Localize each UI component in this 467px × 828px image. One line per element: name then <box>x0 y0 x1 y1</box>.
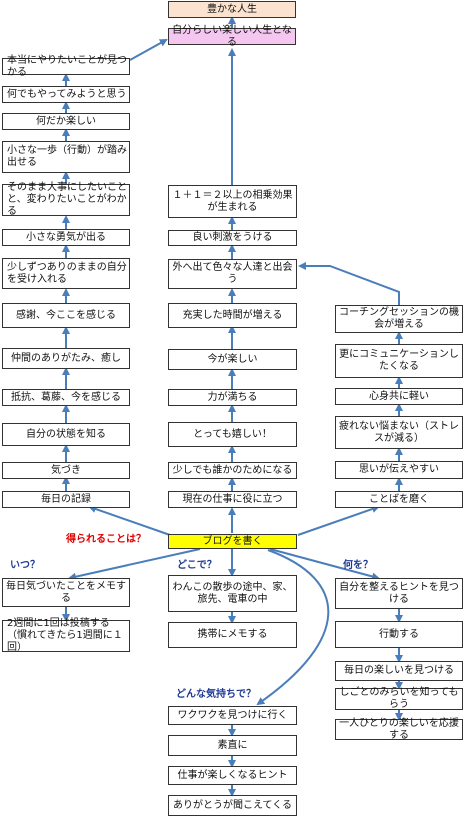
left-box-9: 仲間のありがたみ、癒し <box>2 348 130 369</box>
when-box-2: 2週間に1回は投稿する（慣れてきたら1週間に１回） <box>2 618 130 653</box>
where-label: どこで？ <box>177 560 217 571</box>
left-box-5: そのまま大事にしたいことと、変わりたいことがわかる <box>2 182 130 217</box>
right-box-2: 更にコミュニケーションしたくなる <box>335 344 463 378</box>
mid-box-2: 良い刺激をうける <box>168 230 297 246</box>
mid-box-6: 力が満ちる <box>168 389 297 406</box>
left-box-8: 感謝、今ここを感じる <box>2 303 130 328</box>
right-box-5: 思いが伝えやすい <box>335 461 463 479</box>
feel-box-1: ワクワクを見つけに行く <box>168 706 297 725</box>
what-box-2: 行動する <box>335 621 463 648</box>
right-box-1: コーチングセッションの機会が増える <box>335 305 463 333</box>
blog-center-box: ブログを書く <box>168 534 297 549</box>
feel-box-4: ありがとうが聞こえてくる <box>168 795 297 816</box>
own-life-box: 自分らしい楽しい人生となる <box>168 25 296 48</box>
feel-box-3: 仕事が楽しくなるヒント <box>168 766 297 785</box>
feeling-label: どんな気持ちで？ <box>176 689 256 700</box>
gains-question-label: 得られることは？ <box>66 534 146 545</box>
arrow-to-what <box>269 548 380 581</box>
when-box-1: 毎日気づいたことをメモする <box>2 578 130 607</box>
mid-box-7: とっても嬉しい！ <box>168 422 297 447</box>
left-box-11: 自分の状態を知る <box>2 423 130 446</box>
right-box-4: 疲れない悩まない（ストレスが減る） <box>335 416 463 449</box>
rich-life-box: 豊かな人生 <box>168 1 296 18</box>
mid-box-1: １＋１＝２以上の相乗効果が生まれる <box>168 185 297 218</box>
right-box-3: 心身共に軽い <box>335 388 463 405</box>
left-box-6: 小さな勇気が出る <box>2 229 130 246</box>
arrow-to-when <box>68 548 201 581</box>
mid-box-4: 充実した時間が増える <box>168 303 297 328</box>
what-box-3: 毎日の楽しいを見つける <box>335 661 463 681</box>
arrow-center-left <box>88 505 171 536</box>
arrow-right-to-mid <box>298 262 400 306</box>
what-box-4: しごとのみらいを知ってもらう <box>335 687 463 710</box>
left-box-1: 本当にやりたいことが見つかる <box>2 55 130 78</box>
what-box-1: 自分を整えるヒントを見つける <box>335 578 463 609</box>
left-box-3: 何だか楽しい <box>2 113 130 130</box>
arrow-center-right <box>297 505 380 536</box>
where-box-1: わんこの散歩の途中、家、旅先、電車の中 <box>168 575 297 612</box>
right-box-6: ことばを磨く <box>335 491 463 508</box>
when-label: いつ？ <box>10 560 40 571</box>
mid-box-9: 現在の仕事に役に立つ <box>168 491 297 508</box>
what-label: 何を？ <box>343 560 373 571</box>
arrow-left-top <box>129 39 168 61</box>
feel-box-2: 素直に <box>168 735 297 756</box>
mid-box-5: 今が楽しい <box>168 349 297 370</box>
left-box-2: 何でもやってみようと思う <box>2 86 130 103</box>
mid-box-8: 少しでも誰かのためになる <box>168 462 297 479</box>
arrow-to-feeling <box>256 549 330 706</box>
left-box-10: 抵抗、葛藤、今を感じる <box>2 389 130 406</box>
left-box-7: 少しずつありのままの自分を受け入れる <box>2 258 130 289</box>
left-box-4: 小さな一歩（行動）が踏み出せる <box>2 141 130 173</box>
mid-box-3: 外へ出て色々な人達と出会う <box>168 259 297 289</box>
left-box-12: 気づき <box>2 462 130 479</box>
what-box-5: 一人ひとりの楽しいを応援する <box>335 718 463 741</box>
left-box-13: 毎日の記録 <box>2 491 130 508</box>
where-box-2: 携帯にメモする <box>168 622 297 648</box>
